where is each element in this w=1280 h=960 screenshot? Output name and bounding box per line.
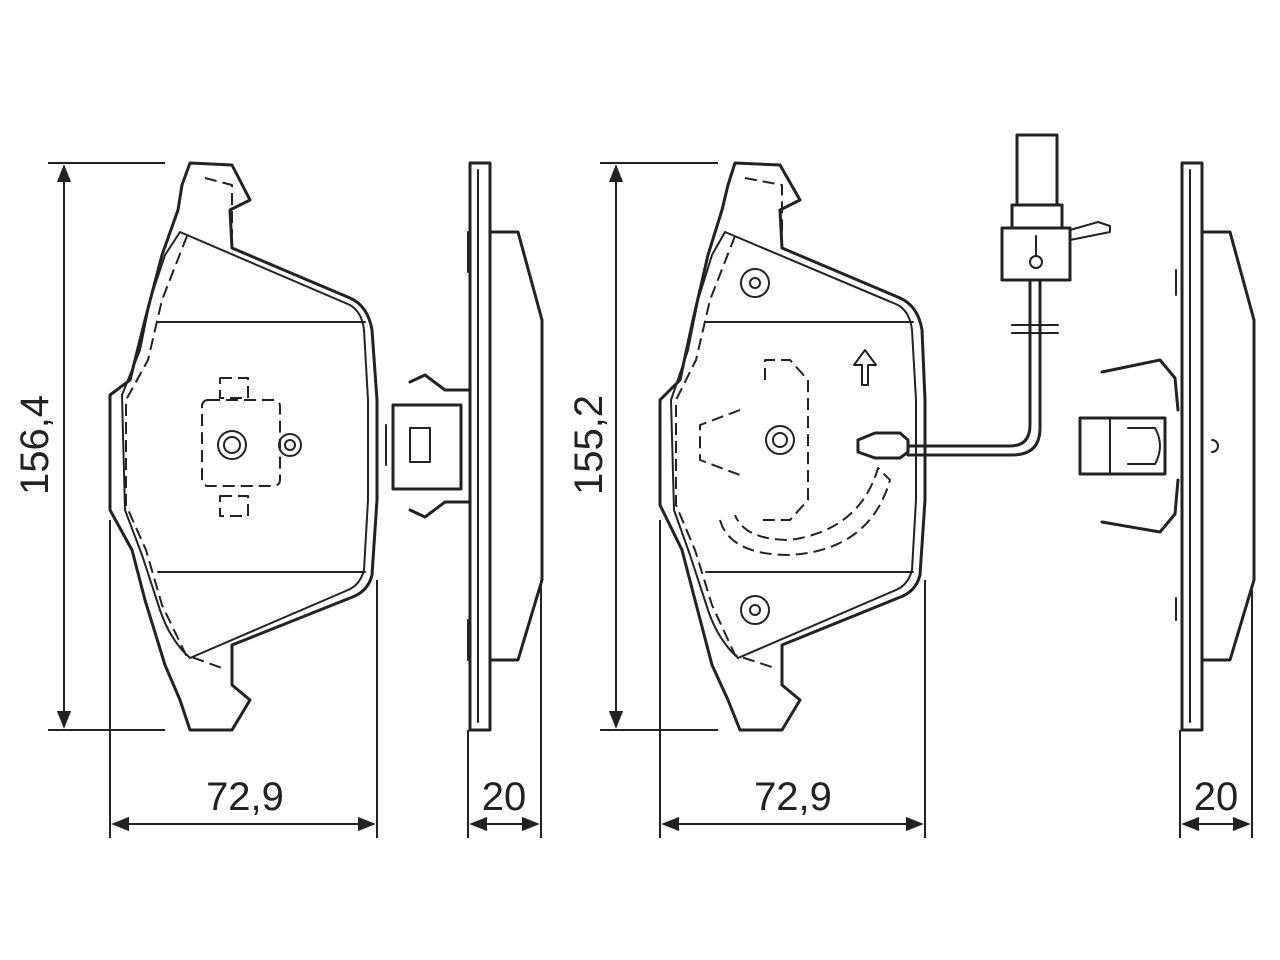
left-pad-thickness-label: 20 bbox=[482, 775, 527, 819]
right-pad-height-label: 155,2 bbox=[567, 395, 611, 495]
wear-sensor-icon bbox=[906, 133, 1111, 457]
right-pad-side-view bbox=[1078, 161, 1256, 732]
left-pad-width-label: 72,9 bbox=[206, 775, 284, 819]
dimension-lines bbox=[48, 162, 1253, 838]
left-pad-side-view bbox=[385, 161, 544, 732]
left-pad-front-view bbox=[108, 161, 379, 732]
right-pad-width-label: 72,9 bbox=[754, 775, 832, 819]
left-pad-height-label: 156,4 bbox=[13, 395, 57, 495]
right-pad-thickness-label: 20 bbox=[1194, 775, 1239, 819]
right-pad-front-view bbox=[658, 161, 927, 732]
